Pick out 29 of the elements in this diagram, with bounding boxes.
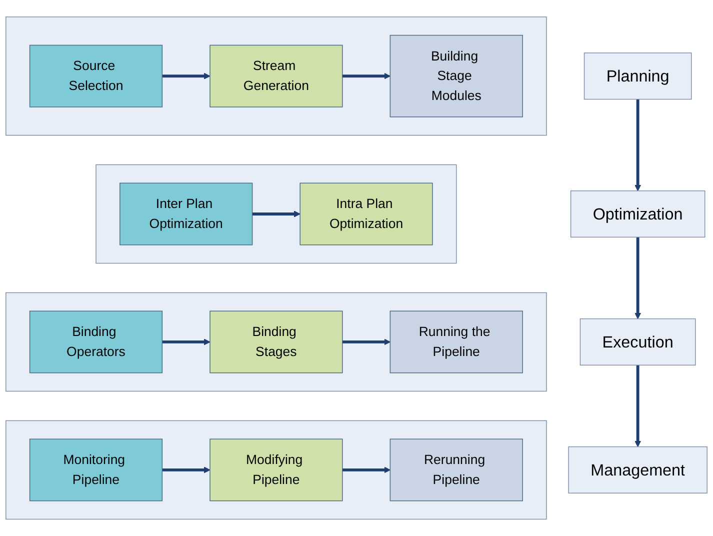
node-box: Modifying Pipeline bbox=[210, 438, 343, 502]
arrow bbox=[162, 338, 210, 346]
node-box: Planning bbox=[584, 52, 692, 100]
node-box: Intra Plan Optimization bbox=[300, 182, 433, 246]
node-box: Binding Stages bbox=[210, 310, 343, 374]
arrow bbox=[634, 365, 642, 448]
node-box: Execution bbox=[580, 318, 696, 366]
node-box: Inter Plan Optimization bbox=[120, 182, 253, 246]
node-box: Optimization bbox=[570, 190, 706, 238]
arrow bbox=[162, 466, 210, 474]
arrow bbox=[634, 99, 642, 192]
arrow bbox=[252, 210, 300, 218]
node-box: Source Selection bbox=[29, 44, 163, 108]
arrow bbox=[342, 72, 390, 80]
cluster bbox=[6, 16, 547, 136]
node-box: Management bbox=[568, 446, 708, 494]
node-box: Building Stage Modules bbox=[390, 34, 523, 118]
cluster bbox=[96, 164, 457, 264]
cluster bbox=[6, 292, 547, 392]
cluster bbox=[6, 420, 547, 520]
node-box: Running the Pipeline bbox=[390, 310, 523, 374]
node-box: Binding Operators bbox=[29, 310, 163, 374]
node-box: Monitoring Pipeline bbox=[29, 438, 163, 502]
arrow bbox=[162, 72, 210, 80]
node-box: Stream Generation bbox=[210, 44, 343, 108]
arrow bbox=[634, 237, 642, 320]
arrow bbox=[342, 466, 390, 474]
arrow bbox=[342, 338, 390, 346]
node-box: Rerunning Pipeline bbox=[390, 438, 523, 502]
